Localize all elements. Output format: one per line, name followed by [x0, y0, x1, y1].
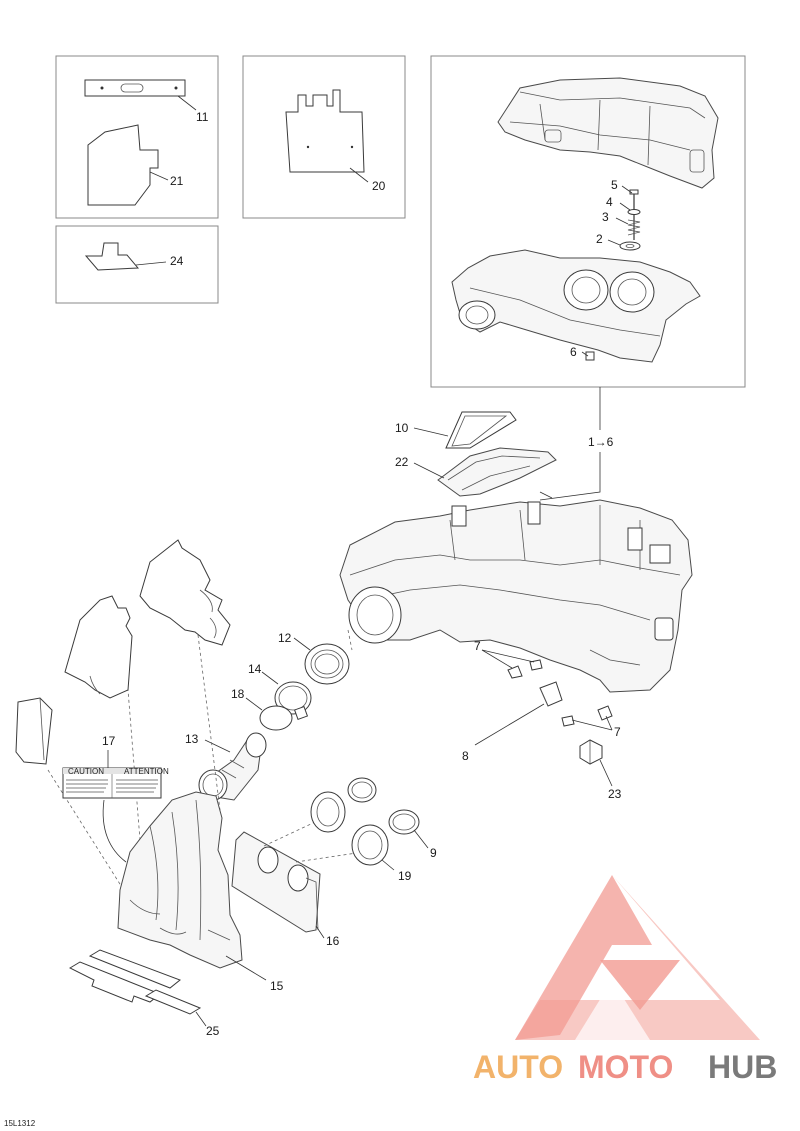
wordmark-moto: MOTO — [578, 1049, 673, 1085]
callout-25: 25 — [206, 1024, 220, 1038]
inset-box-1-6 — [430, 55, 746, 388]
part-25-strips — [68, 949, 207, 1027]
wordmark-auto: AUTO — [473, 1049, 563, 1085]
callout-22: 22 — [395, 455, 409, 469]
part-7-clips-lower — [561, 705, 613, 731]
callout-12: 12 — [278, 631, 292, 645]
callout-21: 21 — [170, 174, 184, 188]
part-11-plate — [84, 79, 186, 97]
wordmark-hub: HUB — [708, 1049, 777, 1085]
callout-1-to-6: 1→6 — [588, 435, 614, 449]
part-12-ring — [293, 629, 353, 685]
inset-box-24 — [55, 225, 219, 304]
part-10-seal — [413, 411, 517, 449]
label-17-attention: ATTENTION — [124, 767, 169, 776]
callout-7-upper: 7 — [474, 639, 481, 653]
part-17-caution-label: CAUTION ATTENTION — [62, 750, 169, 863]
part-8-block — [474, 681, 563, 746]
reference-code: 15L1312 — [4, 1119, 36, 1128]
callout-16: 16 — [326, 934, 340, 948]
part-19-ring-left — [310, 791, 346, 833]
bolt-stack-2-5 — [619, 189, 641, 251]
part-9-clamp-right — [388, 809, 429, 849]
callout-2: 2 — [596, 232, 603, 246]
callout-3: 3 — [602, 210, 609, 224]
upper-housing-half — [497, 77, 719, 189]
callout-20: 20 — [372, 179, 386, 193]
main-airbox-housing — [339, 499, 693, 693]
part-22-filter — [413, 447, 557, 499]
callout-4: 4 — [606, 195, 613, 209]
callout-8: 8 — [462, 749, 469, 763]
inset-box-11-21 — [55, 55, 219, 219]
inset-box-20 — [242, 55, 406, 219]
part-14-clamp — [261, 671, 312, 721]
part-18-oring — [245, 697, 293, 731]
part-19-ring-right — [351, 824, 395, 871]
part-7-clips-upper — [481, 649, 543, 679]
callout-6: 6 — [570, 345, 577, 359]
callout-23: 23 — [608, 787, 622, 801]
part-21-pad — [87, 124, 159, 206]
callout-19: 19 — [398, 869, 412, 883]
part-15-silencer — [117, 791, 267, 981]
callout-5: 5 — [611, 178, 618, 192]
foam-pad-lower — [64, 595, 133, 699]
callout-10: 10 — [395, 421, 409, 435]
callout-17: 17 — [102, 734, 116, 748]
foam-block — [15, 697, 53, 765]
callout-11: 11 — [196, 110, 209, 124]
callout-15: 15 — [270, 979, 284, 993]
callout-labels: 11 21 20 24 5 4 3 2 6 1→6 10 22 12 14 18… — [102, 110, 622, 1038]
label-17-caution: CAUTION — [68, 767, 104, 776]
callout-24: 24 — [170, 254, 184, 268]
part-20-pad — [285, 89, 365, 173]
callout-7-lower: 7 — [614, 725, 621, 739]
part-24-pad — [84, 242, 140, 271]
lower-housing-duct — [458, 300, 496, 330]
part-9-clamp-left — [347, 777, 377, 803]
part-13-tube — [198, 732, 267, 801]
part-23-bracket — [579, 739, 613, 787]
callout-13: 13 — [185, 732, 199, 746]
callout-18: 18 — [231, 687, 245, 701]
callout-14: 14 — [248, 662, 262, 676]
callout-9: 9 — [430, 846, 437, 860]
foam-pad-upper — [139, 539, 231, 646]
automotohub-logo — [515, 875, 760, 1040]
automotohub-wordmark: AUTO MOTO HUB — [473, 1049, 777, 1085]
